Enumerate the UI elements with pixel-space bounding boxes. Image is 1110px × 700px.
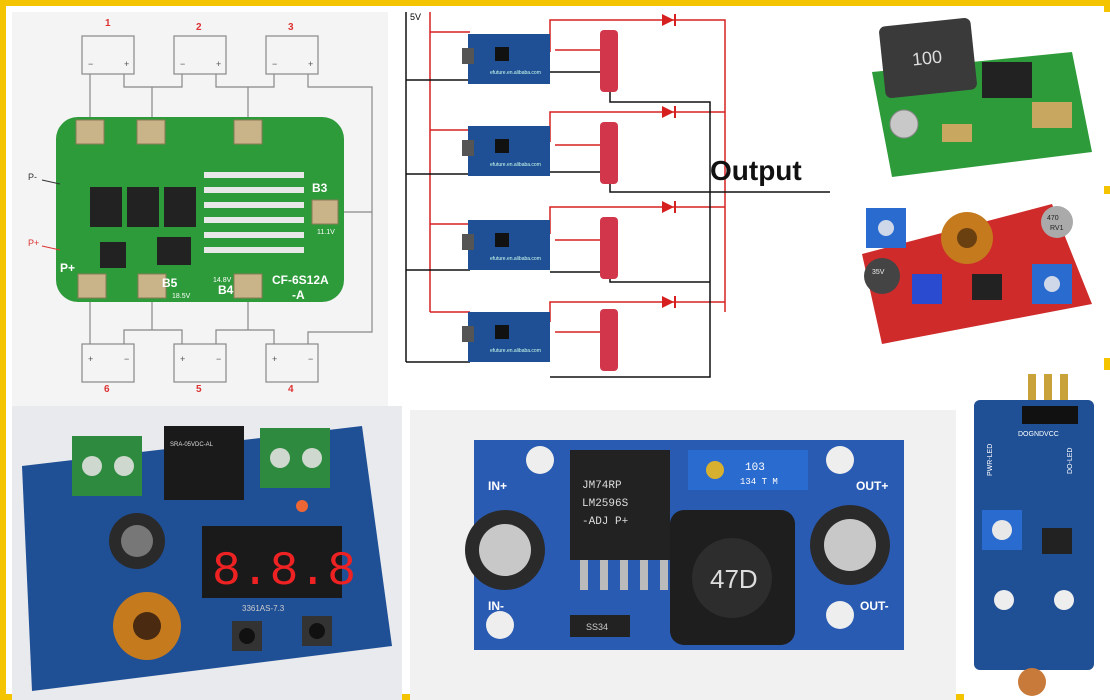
out-minus-label: OUT- [860,599,889,613]
battery-cell-1 [600,30,618,92]
lm2596-regulator [570,450,670,560]
pad-label-b3: B3 [312,181,328,195]
module-text-4: efuture.en.alibaba.com [490,348,541,354]
inductor-code: 100 [911,47,943,70]
svg-text:−: − [216,354,221,364]
svg-text:+: + [216,59,221,69]
svg-text:−: − [180,59,185,69]
ic-line-3: -ADJ P+ [582,516,628,528]
inductor-code: 47D [710,564,758,594]
in-minus-label: IN- [488,599,504,613]
ic-line-2: LM2596S [582,498,629,510]
voltage-label-1: 14.8V [213,277,232,284]
pin-label: DOGNDVCC [1018,431,1059,438]
battery-number-1: 1 [105,18,111,29]
battery-number-5: 5 [196,384,202,395]
relay-text: SRA-05VDC-AL [170,442,214,448]
xl4015-module-photo: 470 35V RV1 [842,194,1110,358]
bms-model: CF-6S12A [272,273,329,287]
svg-text:+: + [180,354,185,364]
pot-code-1: 103 [745,462,765,474]
pot-code-2: 134 T M [740,477,778,487]
do-led-label: DO-LED [1067,448,1074,474]
display-part: 3361AS-7.3 [242,604,285,613]
svg-text:+: + [124,59,129,69]
cap-label-1: 470 [1047,215,1059,222]
diode-4 [662,296,674,308]
pad-label-b5: B5 [162,276,178,290]
module-text-2: efuture.en.alibaba.com [490,162,541,168]
side-label-pplus: P+ [28,238,39,248]
battery-number-3: 3 [288,22,294,33]
pad-label-b4: B4 [218,283,234,297]
ic-line-1: JM74RP [582,480,622,492]
svg-text:−: − [272,59,277,69]
diode-text: SS34 [586,622,608,632]
relay [164,426,244,500]
side-label-pminus: P- [28,172,37,182]
charger-circuit-diagram: 5V [400,12,830,406]
battery-cell-2 [600,122,618,184]
svg-text:−: − [308,354,313,364]
photoresistor [1018,668,1046,696]
bms-model-suffix: -A [292,288,305,302]
output-label: Output [710,155,802,186]
out-plus-label: OUT+ [856,479,888,493]
pad-label-pplus: P+ [60,261,75,275]
mini-buck-module-photo: 100 [842,12,1110,186]
voltage-label-3: 11.1V [317,229,335,236]
svg-text:+: + [272,354,277,364]
inductor-100 [879,17,977,99]
capacitor-1 [864,258,900,294]
cap-label-2: 35V [872,269,885,276]
svg-text:−: − [88,59,93,69]
module-text-1: efuture.en.alibaba.com [490,70,541,76]
battery-number-6: 6 [104,384,110,395]
battery-cell-3 [600,217,618,279]
battery-number-2: 2 [196,22,202,33]
voltage-monitor-board-photo: SRA-05VDC-AL 8.8.8 3361AS-7.3 [12,406,402,700]
bms-protection-board-photo: − + − + − + + − + − + − 1 2 3 6 5 4 [12,12,388,406]
display-digits: 8.8.8 [212,545,356,599]
lm2596-module-photo: JM74RP LM2596S -ADJ P+ 103 134 T M 47D S… [410,410,956,700]
cap-label-3: RV1 [1050,225,1064,232]
diode-2 [662,106,674,118]
pwr-led-label: PWR-LED [987,444,994,476]
voltage-label-2: 18.5V [172,293,191,300]
svg-text:+: + [88,354,93,364]
in-plus-label: IN+ [488,479,507,493]
schottky-diode [570,615,630,637]
battery-cell-4 [600,309,618,371]
diode-3 [662,201,674,213]
input-voltage-label: 5V [410,12,421,22]
battery-number-4: 4 [288,384,294,395]
svg-text:−: − [124,354,129,364]
seven-segment-display [202,526,342,598]
ldr-sensor-module-photo: DOGNDVCC PWR-LED DO-LED [964,370,1110,700]
diode-1 [662,14,674,26]
bms-pcb [56,117,344,302]
module-text-3: efuture.en.alibaba.com [490,256,541,262]
svg-text:+: + [308,59,313,69]
